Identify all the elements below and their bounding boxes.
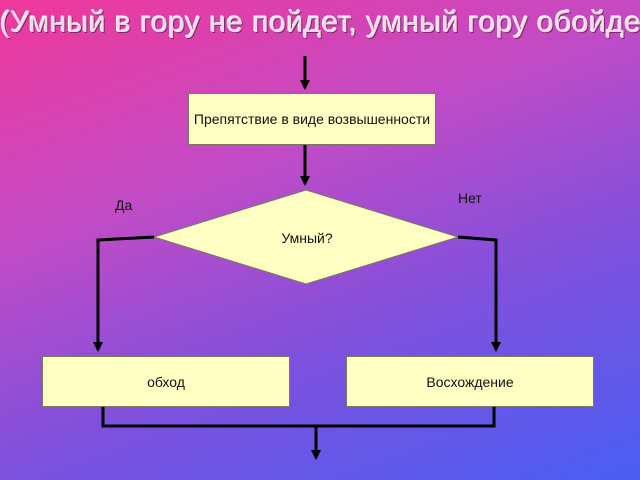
- yes-branch-line: [93, 235, 155, 352]
- yes-label: Да: [115, 197, 133, 213]
- ascent-box-text: Восхождение: [426, 373, 514, 390]
- decision-diamond: [152, 189, 460, 285]
- no-branch-line: [457, 235, 501, 352]
- start-box-text: Препятствие в виде возвышенности: [193, 111, 431, 127]
- bypass-box: обход: [42, 356, 290, 407]
- ascent-box: Восхождение: [346, 356, 594, 407]
- slide-title: (Умный в гору не пойдет, умный гору обой…: [0, 6, 640, 39]
- bypass-box-text: обход: [147, 373, 185, 390]
- start-box: Препятствие в виде возвышенности: [188, 93, 436, 145]
- no-label: Нет: [458, 190, 482, 206]
- decision-text: Умный?: [281, 230, 333, 246]
- merge-line: [101, 406, 496, 428]
